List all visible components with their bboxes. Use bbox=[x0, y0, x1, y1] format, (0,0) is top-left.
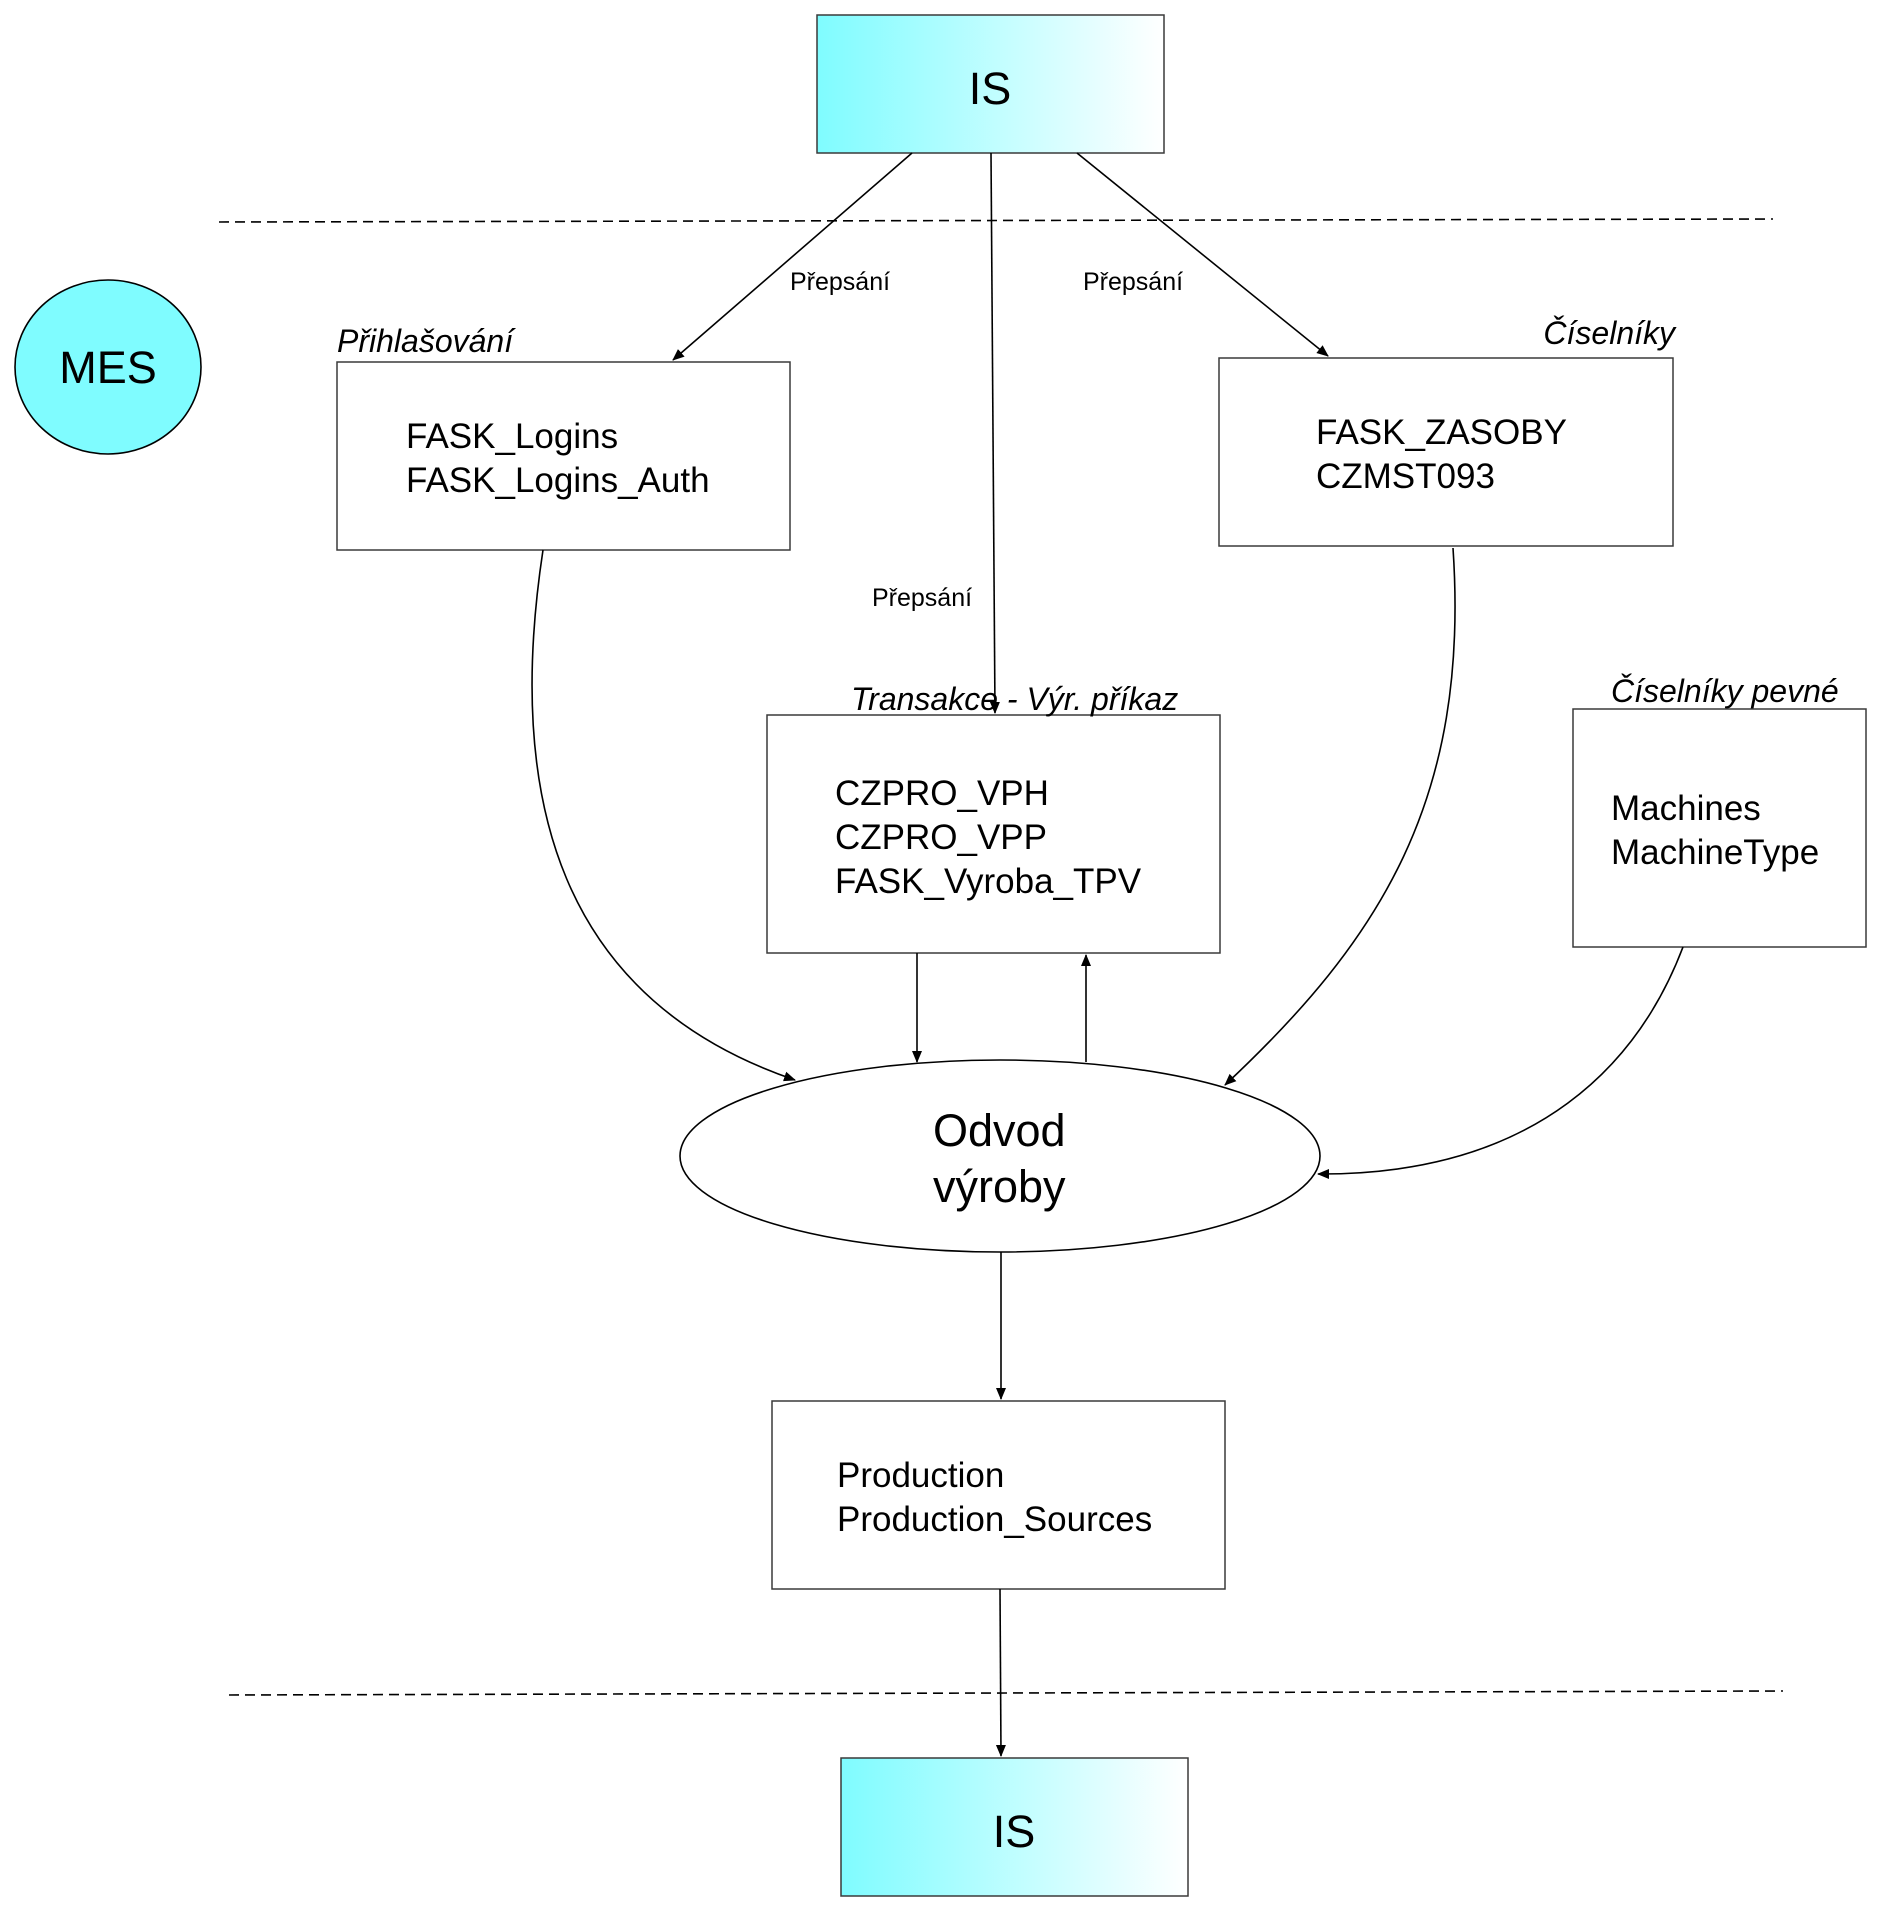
edge-is-to-login bbox=[672, 152, 913, 361]
fixed-codebooks-title: Číselníky pevné bbox=[1611, 673, 1839, 709]
edge-is-to-codebooks bbox=[1076, 152, 1329, 357]
login-node: Přihlašování FASK_Logins FASK_Logins_Aut… bbox=[336, 323, 791, 551]
production-node: Production Production_Sources bbox=[771, 1400, 1226, 1590]
edge-label-to-login: Přepsání bbox=[790, 268, 890, 296]
edge-label-to-transactions: Přepsání bbox=[872, 584, 972, 612]
codebooks-line-2: CZMST093 bbox=[1316, 457, 1495, 496]
edge-is-to-transactions bbox=[989, 152, 1000, 714]
mes-node: MES bbox=[14, 279, 202, 455]
output-node: Odvod výroby bbox=[679, 1059, 1321, 1253]
is-top-node: IS bbox=[816, 14, 1165, 154]
transactions-line-3: FASK_Vyroba_TPV bbox=[835, 862, 1142, 901]
is-bottom-label: IS bbox=[993, 1806, 1036, 1857]
is-top-label: IS bbox=[969, 63, 1012, 114]
production-line-1: Production bbox=[837, 1456, 1004, 1495]
transactions-line-2: CZPRO_VPP bbox=[835, 818, 1047, 857]
production-line-2: Production_Sources bbox=[837, 1500, 1152, 1539]
output-line-2: výroby bbox=[933, 1161, 1066, 1212]
edge-fixed-to-output bbox=[1317, 946, 1684, 1180]
codebooks-title: Číselníky bbox=[1543, 315, 1677, 351]
edge-codebooks-to-output bbox=[1224, 547, 1456, 1086]
is-bottom-node: IS bbox=[840, 1757, 1189, 1897]
boundary-line-bottom bbox=[228, 1690, 1784, 1696]
fixed-codebooks-line-2: MachineType bbox=[1611, 833, 1819, 872]
login-line-1: FASK_Logins bbox=[406, 417, 618, 456]
output-line-1: Odvod bbox=[933, 1105, 1066, 1156]
fixed-codebooks-line-1: Machines bbox=[1611, 789, 1761, 828]
transactions-title: Transakce - Výr. příkaz bbox=[851, 681, 1178, 717]
edge-login-to-output bbox=[531, 549, 796, 1082]
login-title: Přihlašování bbox=[337, 323, 516, 359]
edge-production-to-is bbox=[995, 1588, 1006, 1757]
boundary-line-top bbox=[218, 218, 1774, 223]
edge-label-to-codebooks: Přepsání bbox=[1083, 268, 1183, 296]
codebooks-line-1: FASK_ZASOBY bbox=[1316, 413, 1567, 452]
transactions-node: Transakce - Výr. příkaz CZPRO_VPH CZPRO_… bbox=[766, 681, 1221, 954]
codebooks-node: Číselníky FASK_ZASOBY CZMST093 bbox=[1218, 315, 1677, 547]
mes-label: MES bbox=[59, 342, 157, 393]
login-line-2: FASK_Logins_Auth bbox=[406, 461, 710, 500]
transactions-line-1: CZPRO_VPH bbox=[835, 774, 1049, 813]
fixed-codebooks-node: Číselníky pevné Machines MachineType bbox=[1572, 673, 1867, 948]
